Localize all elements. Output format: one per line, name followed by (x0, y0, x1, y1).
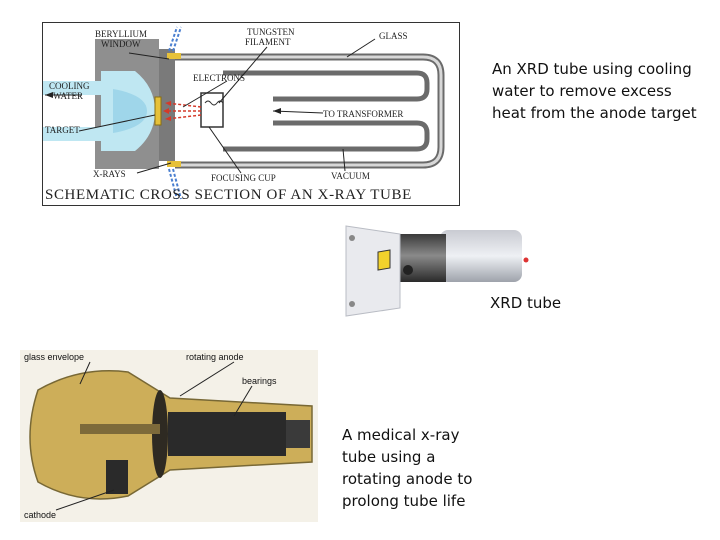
connector-port (403, 265, 413, 275)
label-x-rays: X-RAYS (93, 169, 126, 179)
electron-arrow-3 (165, 116, 171, 121)
electron-beam (165, 102, 202, 120)
schematic-drawing: BERYLLIUM WINDOW TUNGSTEN FILAMENT GLASS… (43, 26, 445, 203)
rotor-end (286, 420, 310, 448)
xrd-tube-drawing (345, 225, 529, 317)
cathode-arm (80, 424, 160, 434)
photo-leader-lines (55, 361, 253, 511)
flange-screw (349, 301, 355, 307)
x-ray-beam-top (168, 26, 182, 52)
cooling-channel (43, 71, 155, 151)
label-to-transformer: TO TRANSFORMER (323, 109, 403, 119)
label-glass-envelope: glass envelope (24, 352, 84, 362)
leader-lines (45, 38, 376, 174)
mounting-flange (345, 225, 401, 317)
label-cooling-water-1: COOLING (49, 81, 90, 91)
label-cathode: cathode (24, 510, 56, 520)
lead-tube-upper (223, 70, 430, 102)
electron-arrow-2 (163, 108, 169, 114)
label-bearings: bearings (242, 376, 277, 386)
indicator-dot (523, 257, 529, 263)
label-target: TARGET (45, 125, 80, 135)
cooling-arrow-icon (45, 92, 53, 98)
label-focusing-cup: FOCUSING CUP (211, 173, 276, 183)
lead-tube-lower (223, 120, 430, 152)
label-tungsten-filament-1: TUNGSTEN (247, 27, 295, 37)
schematic-title: SCHEMATIC CROSS SECTION OF AN X-RAY TUBE (45, 187, 412, 203)
rotor-bearings (168, 412, 286, 456)
x-ray-beam-bottom (168, 168, 182, 200)
glass-envelope-inner (175, 55, 443, 167)
medical-xray-tube-photo: glass envelope rotating anode bearings c… (20, 350, 318, 522)
label-glass: GLASS (379, 31, 408, 41)
flange-screw (349, 235, 355, 241)
label-beryllium-window-1: BERYLLIUM (95, 29, 147, 39)
glass-tube (440, 230, 522, 282)
target-plate (154, 96, 162, 126)
label-rotating-anode: rotating anode (186, 352, 244, 362)
focusing-cup (200, 92, 224, 128)
medical-tube-drawing: glass envelope rotating anode bearings c… (20, 350, 318, 522)
label-beryllium-window-2: WINDOW (101, 39, 141, 49)
cathode-block (106, 460, 128, 494)
label-vacuum: VACUUM (331, 171, 370, 181)
tungsten-filament (204, 100, 224, 106)
electron-arrow-1 (165, 101, 171, 106)
label-cooling-water-2: WATER (53, 91, 83, 101)
beryllium-window-bottom (167, 161, 181, 167)
xrd-tube-photo (340, 212, 532, 324)
xray-tube-schematic: BERYLLIUM WINDOW TUNGSTEN FILAMENT GLASS… (42, 22, 460, 206)
label-electrons: ELECTRONS (193, 73, 245, 83)
beryllium-window-top (167, 53, 181, 59)
caption-xrd-cooling: An XRD tube using cooling water to remov… (492, 60, 697, 122)
caption-xrd-tube: XRD tube (490, 294, 562, 312)
transformer-arrow-icon (273, 108, 281, 114)
radiation-warning-label (377, 249, 391, 271)
caption-medical-tube: A medical x-ray tube using a rotating an… (342, 426, 473, 510)
anode-flange (159, 49, 175, 161)
label-tungsten-filament-2: FILAMENT (245, 37, 291, 47)
